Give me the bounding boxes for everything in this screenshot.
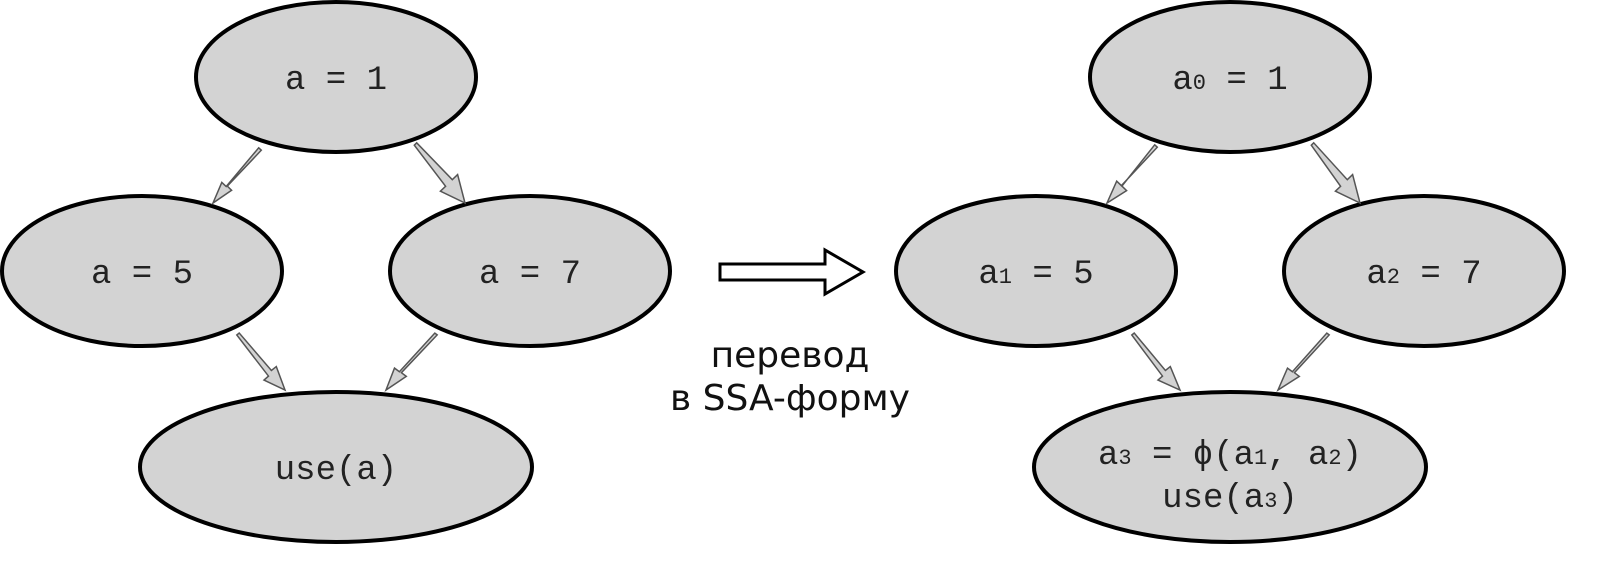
left-node-right-label: a = 7 bbox=[479, 256, 581, 294]
right-edge-top-to-left bbox=[1105, 143, 1159, 205]
use-pre: use(a bbox=[1162, 480, 1264, 518]
phi-arg1-sub: 1 bbox=[1254, 446, 1267, 471]
right-node-bottom-line1: a3 = ϕ(a1, a2) bbox=[1098, 437, 1362, 475]
right-node-left-var: a bbox=[978, 256, 998, 294]
right-node-top-sub: 0 bbox=[1193, 71, 1206, 96]
right-node-top-var: a bbox=[1172, 62, 1192, 100]
phi-arg2-sub: 2 bbox=[1328, 446, 1341, 471]
right-edge-top-to-right bbox=[1310, 141, 1362, 205]
right-node-top-label: a0 = 1 bbox=[1172, 62, 1287, 100]
left-node-left bbox=[0, 194, 284, 348]
phi-mid2: , a bbox=[1267, 437, 1328, 475]
right-node-right-var: a bbox=[1366, 256, 1386, 294]
right-node-top-rest: = 1 bbox=[1206, 62, 1288, 100]
use-end: ) bbox=[1277, 480, 1297, 518]
transform-caption-line2: в SSA-форму bbox=[670, 378, 910, 419]
phi-var-sub: 3 bbox=[1118, 446, 1131, 471]
left-edge-left-to-bottom bbox=[235, 331, 287, 392]
left-edge-right-to-bottom bbox=[384, 332, 439, 392]
phi-var: a bbox=[1098, 437, 1118, 475]
left-node-left-label: a = 5 bbox=[91, 256, 193, 294]
right-node-right bbox=[1282, 194, 1566, 348]
left-node-bottom-label: use(a) bbox=[275, 452, 397, 490]
phi-mid: = ϕ(a bbox=[1132, 437, 1254, 475]
right-node-right-label: a2 = 7 bbox=[1366, 256, 1481, 294]
left-edge-top-to-left bbox=[211, 146, 263, 206]
right-node-left-rest: = 5 bbox=[1012, 256, 1094, 294]
left-node-top bbox=[194, 0, 478, 154]
right-node-left bbox=[894, 194, 1178, 348]
left-edge-top-to-right bbox=[413, 141, 467, 205]
left-node-bottom bbox=[138, 390, 534, 544]
right-node-bottom bbox=[1032, 390, 1428, 544]
transform-arrow bbox=[718, 247, 866, 297]
right-node-right-sub: 2 bbox=[1387, 265, 1400, 290]
transform-caption-line1: перевод bbox=[711, 335, 870, 376]
right-node-top bbox=[1088, 0, 1372, 154]
right-node-bottom-line2: use(a3) bbox=[1162, 480, 1298, 518]
right-node-right-rest: = 7 bbox=[1400, 256, 1482, 294]
use-sub: 3 bbox=[1264, 489, 1277, 514]
right-edge-right-to-bottom bbox=[1276, 332, 1331, 392]
left-graph: a = 1 a = 5 a = 7 use(a) bbox=[0, 0, 672, 544]
right-node-left-sub: 1 bbox=[999, 265, 1012, 290]
right-edge-left-to-bottom bbox=[1130, 331, 1182, 392]
left-node-right bbox=[388, 194, 672, 348]
left-node-top-label: a = 1 bbox=[285, 62, 387, 100]
transform-arrow-group: перевод в SSA-форму bbox=[670, 247, 910, 419]
phi-end: ) bbox=[1342, 437, 1362, 475]
right-graph: a0 = 1 a1 = 5 a2 = 7 a3 = ϕ(a1, a2) use(… bbox=[894, 0, 1566, 544]
right-node-left-label: a1 = 5 bbox=[978, 256, 1093, 294]
